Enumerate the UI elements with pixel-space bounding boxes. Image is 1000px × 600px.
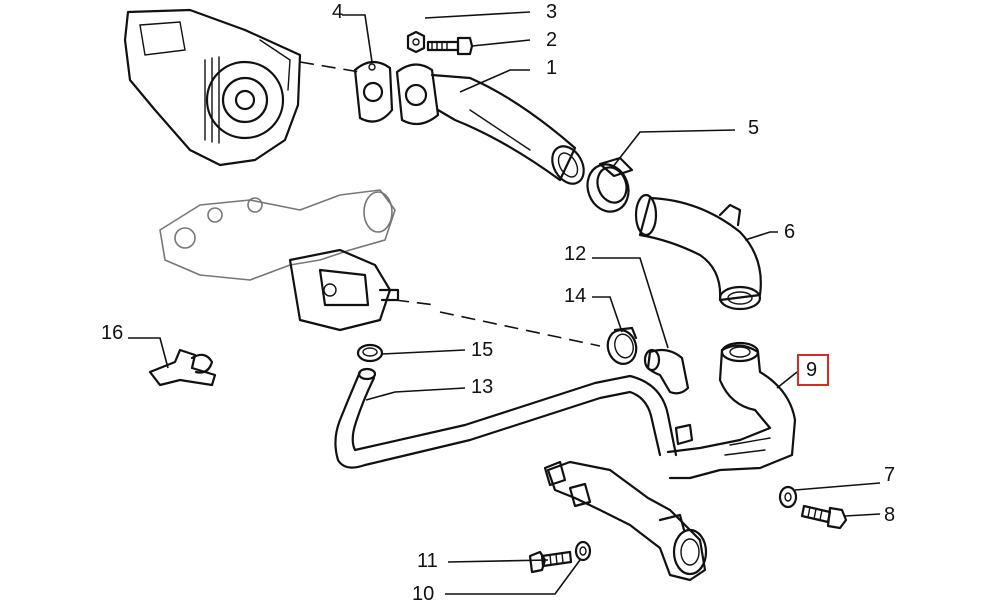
screw-2 bbox=[426, 36, 474, 56]
clamp-15 bbox=[356, 343, 384, 363]
callout-9: 9 bbox=[806, 359, 818, 381]
callout-7: 7 bbox=[884, 464, 896, 486]
lower-elbow-pipe bbox=[543, 460, 708, 582]
hose-6 bbox=[634, 193, 762, 311]
gasket-4 bbox=[353, 60, 394, 123]
washer-7 bbox=[778, 485, 798, 509]
clip-16 bbox=[148, 348, 217, 387]
thermostat-housing-assembly bbox=[159, 189, 400, 332]
clamp-14 bbox=[606, 326, 638, 365]
callout-10: 10 bbox=[412, 583, 435, 600]
callout-1: 1 bbox=[546, 57, 558, 79]
callout-5: 5 bbox=[748, 117, 760, 139]
screw-11 bbox=[528, 550, 573, 574]
highlighted-callout-box bbox=[797, 354, 829, 386]
callout-15: 15 bbox=[471, 339, 494, 361]
callout-4: 4 bbox=[332, 1, 344, 23]
callout-12: 12 bbox=[564, 243, 587, 265]
washer-10 bbox=[574, 540, 592, 562]
callout-14: 14 bbox=[564, 285, 587, 307]
callout-3: 3 bbox=[546, 1, 558, 23]
nut-3 bbox=[406, 30, 426, 54]
callout-11: 11 bbox=[417, 550, 438, 572]
leader-lines bbox=[128, 11, 881, 595]
pipe-9 bbox=[666, 341, 797, 480]
callout-6: 6 bbox=[784, 221, 796, 243]
callout-8: 8 bbox=[884, 504, 896, 526]
pump-alignment-dash bbox=[299, 61, 361, 73]
callout-16: 16 bbox=[101, 322, 124, 344]
housing-alignment-dash-b bbox=[439, 311, 601, 347]
clamp-5 bbox=[586, 156, 634, 213]
pipe-1 bbox=[395, 63, 585, 185]
housing-alignment-dash-a bbox=[394, 299, 436, 306]
callout-13: 13 bbox=[471, 376, 494, 398]
screw-8 bbox=[800, 504, 848, 530]
water-pump-assembly bbox=[123, 8, 302, 167]
hose-12 bbox=[643, 348, 690, 395]
callout-2: 2 bbox=[546, 29, 558, 51]
pipe-13 bbox=[334, 367, 678, 469]
